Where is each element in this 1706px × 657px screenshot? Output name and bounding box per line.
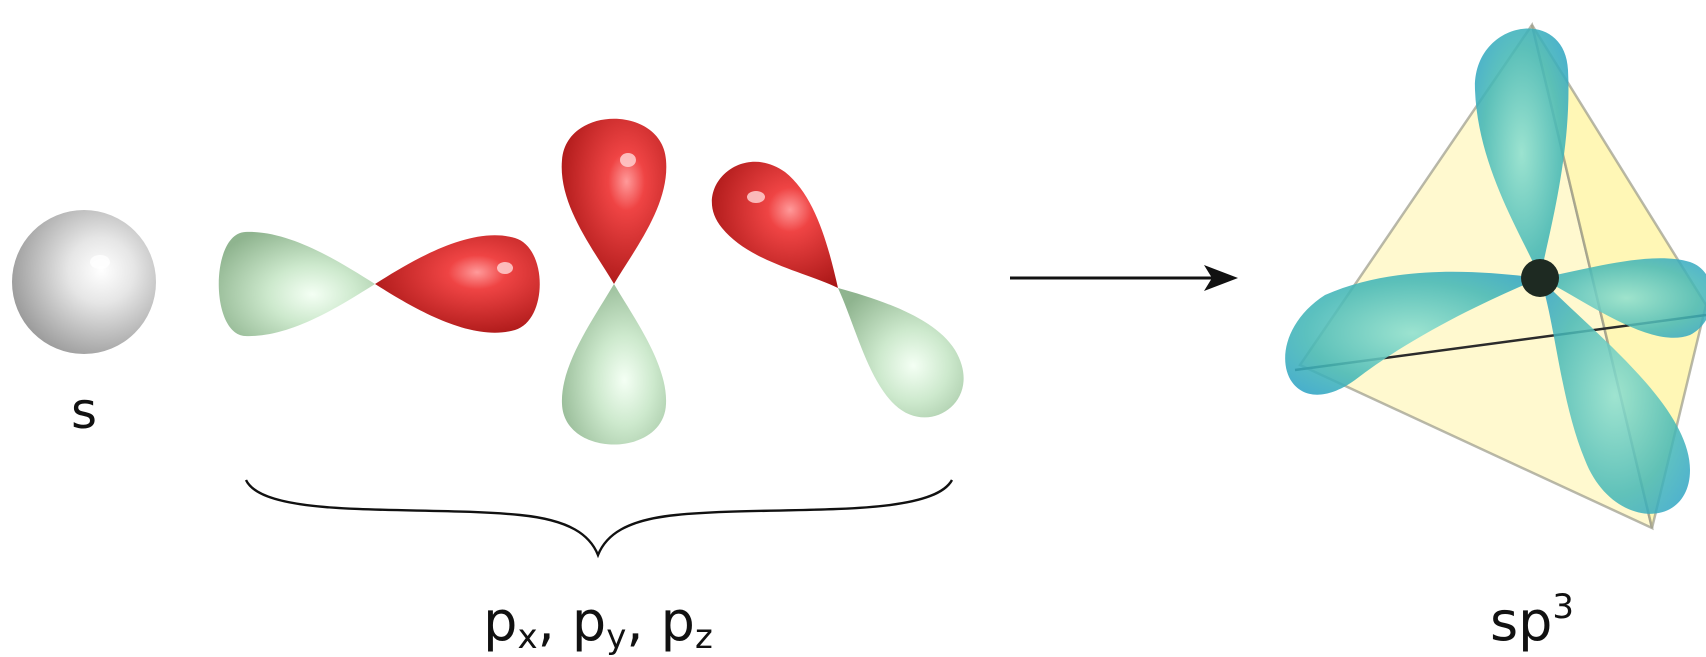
label-s: s (71, 382, 97, 440)
central-atom (1521, 259, 1559, 297)
label-p-base-y: p (572, 590, 606, 653)
p-orbitals (218, 118, 964, 445)
px-orbital (218, 231, 540, 337)
sp3-lobe-down (1540, 278, 1690, 514)
grouping-brace (244, 479, 954, 559)
label-p-sub-z: z (695, 617, 713, 657)
sp3-lobe-left (1285, 271, 1540, 395)
label-p-sub-y: y (606, 617, 626, 657)
label-p-base: p (483, 590, 517, 653)
py-orbital (561, 118, 667, 445)
label-sp3-base: sp (1490, 590, 1552, 653)
label-p-sub-x: x (517, 617, 537, 657)
label-sp3: sp3 (1490, 587, 1574, 653)
hybridization-arrow (1010, 265, 1238, 291)
s-orbital (12, 210, 156, 354)
pz-orbital (711, 161, 964, 418)
label-p-orbitals: px, py, pz (483, 590, 713, 657)
sp3-orbital-set (1285, 21, 1706, 531)
label-sep-2: , (626, 590, 660, 653)
label-sp3-sup: 3 (1552, 587, 1574, 627)
label-p-base-z: p (661, 590, 695, 653)
sp3-lobe-right (1540, 258, 1706, 338)
sp3-lobe-up (1474, 28, 1569, 279)
label-sep-1: , (538, 590, 572, 653)
